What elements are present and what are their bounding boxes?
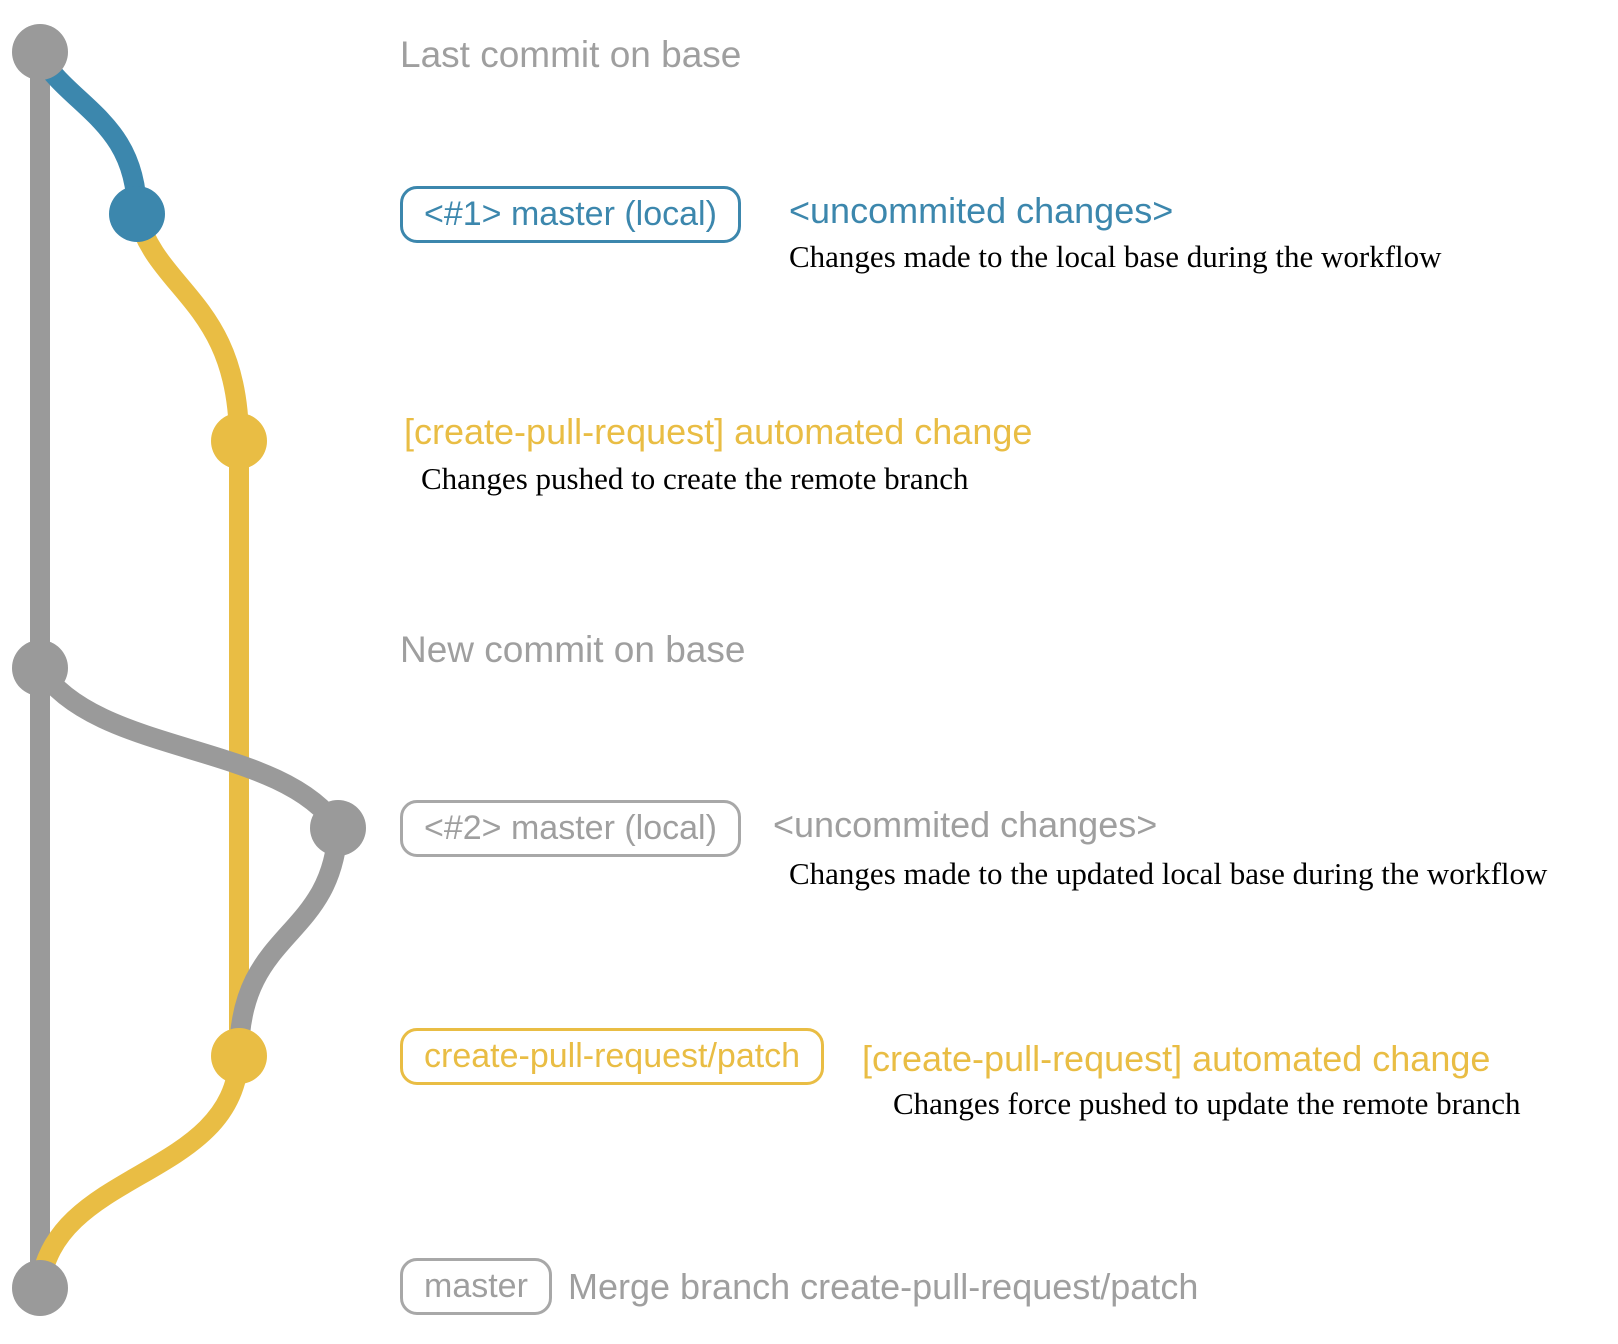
- uncommitted-changes-1-title: <uncommited changes>: [789, 190, 1174, 231]
- uncommitted-changes-1-caption: Changes made to the local base during th…: [789, 239, 1442, 274]
- updated-local-branch-line: [30, 658, 349, 1066]
- automated-change-1-title: [create-pull-request] automated change: [404, 411, 1033, 452]
- automated-change-2-title: [create-pull-request] automated change: [862, 1038, 1491, 1079]
- last-commit-heading: Last commit on base: [400, 34, 742, 75]
- commit-dot-new-base: [12, 640, 68, 696]
- uncommitted-changes-2-title: <uncommited changes>: [773, 804, 1158, 845]
- badge-master-label: master: [424, 1267, 528, 1305]
- uncommitted-changes-2-caption: Changes made to the updated local base d…: [789, 856, 1548, 891]
- automated-change-1-caption: Changes pushed to create the remote bran…: [421, 461, 969, 496]
- badge-master-local-2: <#2> master (local): [400, 800, 741, 857]
- commit-dot-last-base: [12, 24, 68, 80]
- commit-dot-local-master-2: [310, 800, 366, 856]
- badge-master: master: [400, 1258, 552, 1315]
- commit-dot-local-master-1: [109, 186, 165, 242]
- badge-master-local-1-label: <#1> master (local): [424, 195, 717, 233]
- new-commit-heading: New commit on base: [400, 629, 746, 670]
- commit-dot-remote-2: [211, 1028, 267, 1084]
- badge-create-pull-request-patch-label: create-pull-request/patch: [424, 1037, 801, 1075]
- commit-dot-remote-1: [211, 413, 267, 469]
- automated-change-2-caption: Changes force pushed to update the remot…: [893, 1086, 1521, 1121]
- badge-create-pull-request-patch: create-pull-request/patch: [400, 1028, 825, 1085]
- commit-dot-merge: [12, 1260, 68, 1316]
- badge-master-local-1: <#1> master (local): [400, 186, 741, 243]
- badge-master-local-2-label: <#2> master (local): [424, 809, 717, 847]
- merge-title: Merge branch create-pull-request/patch: [568, 1266, 1199, 1307]
